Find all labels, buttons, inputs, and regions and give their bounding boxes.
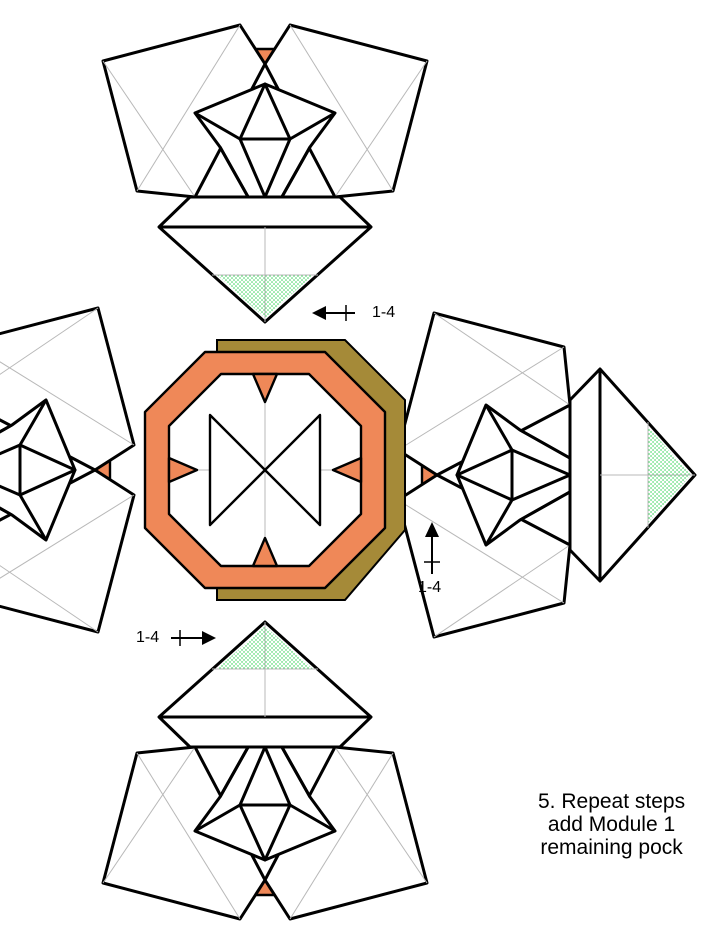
module-top [103, 25, 427, 322]
arrow-top-label: 1-4 [372, 304, 395, 322]
instruction-text: 5. Repeat steps add Module 1 remaining p… [538, 790, 685, 859]
module-bottom [103, 622, 427, 919]
instruction-line-3: remaining pock [540, 836, 682, 859]
arrow-top-icon [312, 305, 355, 321]
module-left [0, 308, 134, 632]
instruction-line-2: add Module 1 [548, 813, 675, 836]
arrow-bottom-label: 1-4 [136, 629, 159, 647]
instruction-line-1: 5. Repeat steps [538, 790, 685, 813]
module-right [398, 313, 695, 637]
arrow-bottom-icon [171, 630, 216, 646]
arrow-right-label: 1-4 [418, 579, 441, 597]
central-ring [145, 340, 405, 600]
